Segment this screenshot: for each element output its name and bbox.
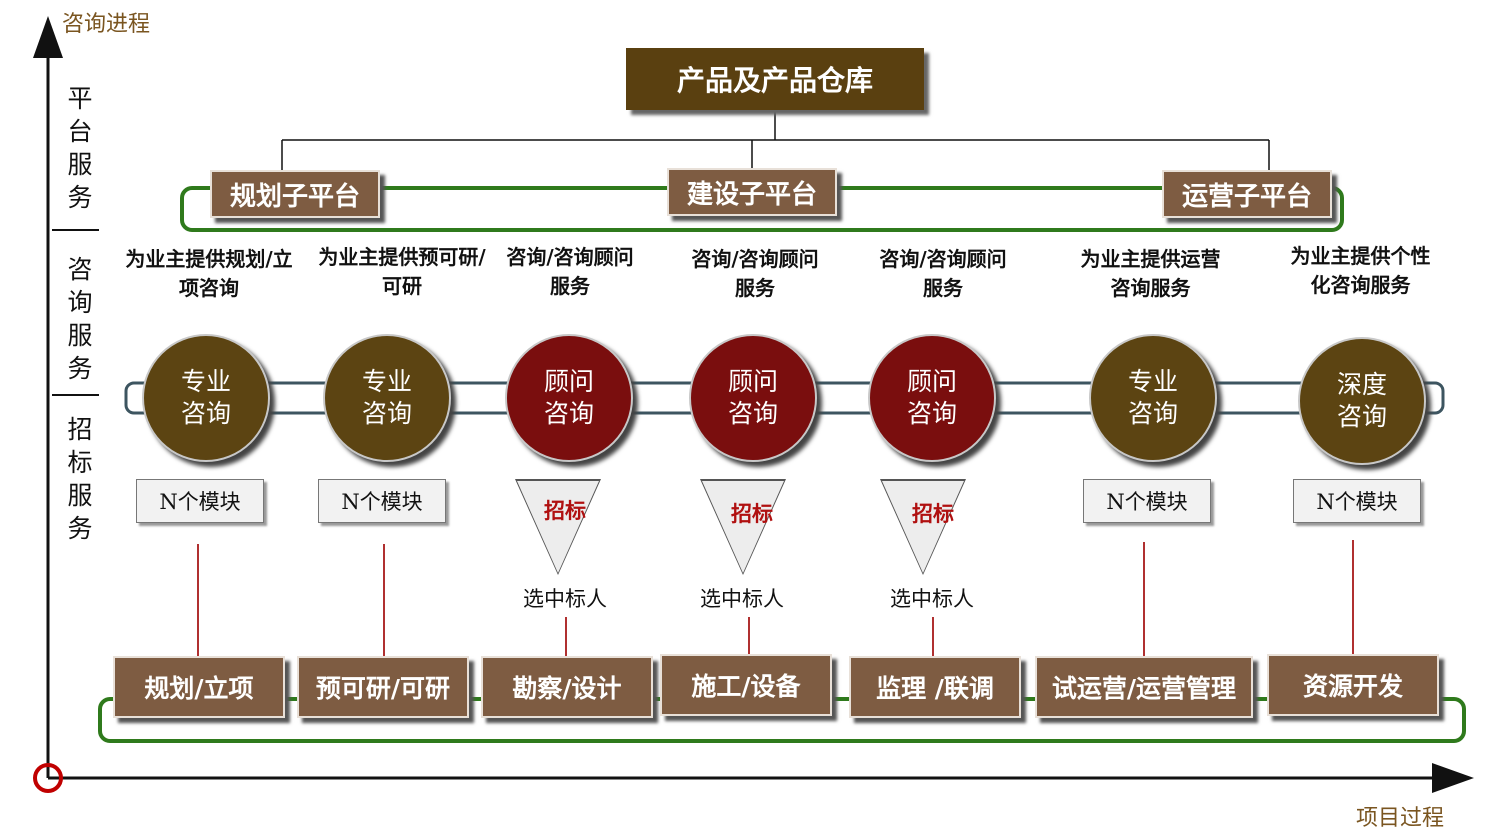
service-description: 为业主提供规划/立项咨询 — [125, 247, 293, 300]
platform-operation: 运营子平台 — [1162, 170, 1332, 218]
module-box: N个模块 — [1293, 479, 1421, 523]
consulting-circle: 深度咨询 — [1298, 337, 1426, 465]
side-consulting-service: 咨询服务 — [67, 255, 93, 383]
tender-label: 招标 — [912, 502, 954, 526]
origin-ring — [33, 763, 63, 793]
side-platform-service: 平台服务 — [67, 84, 93, 212]
consulting-circle: 顾问咨询 — [505, 334, 633, 462]
y-axis-label: 咨询进程 — [62, 12, 151, 37]
module-box: N个模块 — [136, 479, 264, 523]
tender-triangle-fill — [702, 481, 784, 573]
winning-bidder-label: 选中标人 — [700, 587, 784, 611]
service-description: 为业主提供个性化咨询服务 — [1290, 244, 1431, 297]
consulting-circle: 顾问咨询 — [689, 334, 817, 462]
stage-box: 规划/立项 — [113, 656, 285, 718]
service-description: 为业主提供运营咨询服务 — [1080, 247, 1221, 300]
consulting-circle: 专业咨询 — [142, 334, 270, 462]
side-tender-service: 招标服务 — [67, 415, 93, 543]
stage-box: 预可研/可研 — [297, 656, 469, 718]
platform-planning: 规划子平台 — [210, 170, 380, 218]
service-description: 咨询/咨询顾问服务 — [506, 245, 634, 298]
winning-bidder-label: 选中标人 — [890, 587, 974, 611]
stage-box: 勘察/设计 — [481, 656, 653, 718]
service-description: 为业主提供预可研/可研 — [318, 245, 486, 298]
tender-triangle-fill — [882, 481, 964, 573]
module-box: N个模块 — [1083, 479, 1211, 523]
service-description: 咨询/咨询顾问服务 — [879, 247, 1007, 300]
product-warehouse-box: 产品及产品仓库 — [626, 48, 924, 110]
service-description: 咨询/咨询顾问服务 — [691, 247, 819, 300]
stage-box: 施工/设备 — [660, 654, 832, 716]
platform-construction: 建设子平台 — [667, 168, 837, 216]
consulting-circle: 顾问咨询 — [868, 334, 996, 462]
x-axis-label: 项目过程 — [1356, 806, 1445, 831]
tender-triangle-fill — [517, 481, 599, 573]
tender-label: 招标 — [731, 502, 773, 526]
stage-box: 试运营/运营管理 — [1035, 656, 1253, 718]
tender-label: 招标 — [544, 499, 586, 523]
module-box: N个模块 — [318, 479, 446, 523]
winning-bidder-label: 选中标人 — [523, 587, 607, 611]
consulting-circle: 专业咨询 — [323, 334, 451, 462]
stage-box: 资源开发 — [1267, 654, 1439, 716]
stage-box: 监理 /联调 — [849, 656, 1021, 718]
consulting-circle: 专业咨询 — [1089, 334, 1217, 462]
